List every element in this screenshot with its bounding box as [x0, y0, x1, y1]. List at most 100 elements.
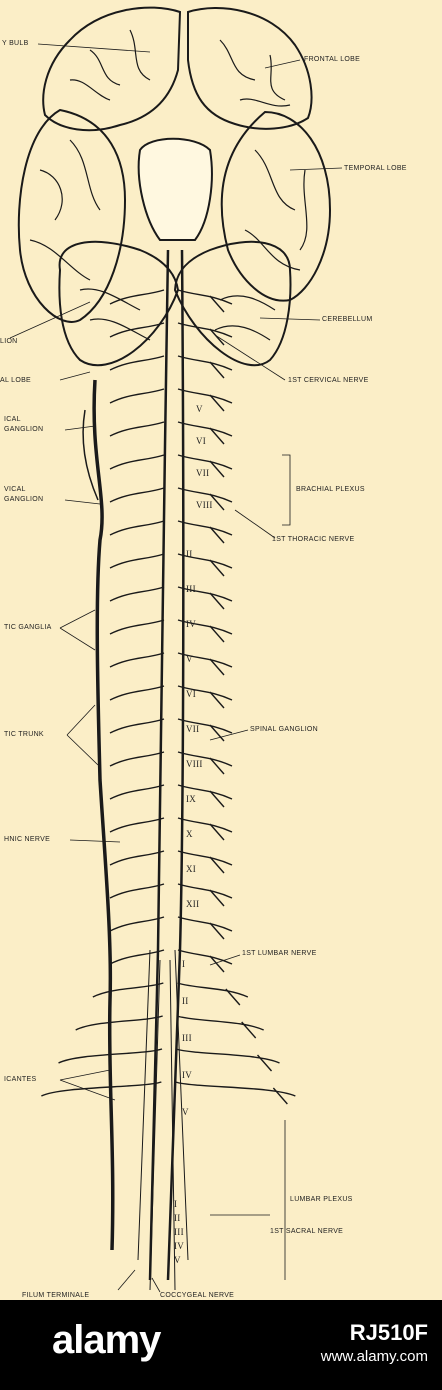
spinal-nerve-right	[176, 1015, 264, 1031]
spinal-nerve-right	[177, 784, 233, 800]
spinal-nerve-branch	[209, 955, 225, 973]
spinal-nerve-branch	[209, 559, 225, 577]
ganglion-label: LION	[0, 338, 18, 345]
spinal-nerve-right	[177, 652, 233, 668]
spinal-ganglion-label: SPINAL GANGLION	[250, 726, 319, 733]
spinal-nerve-left	[109, 553, 165, 569]
spinal-nerve-right	[177, 850, 233, 866]
site-url: www.alamy.com	[320, 1348, 428, 1365]
spinal-nerve-left	[109, 388, 165, 404]
spinal-nerve-branch	[209, 394, 225, 412]
nerve-numeral: III	[186, 584, 196, 594]
watermark-footer	[0, 1300, 442, 1390]
spinal-nerve-left	[109, 751, 165, 767]
spinal-nerve-branch	[209, 658, 225, 676]
spinal-nerve-branch	[209, 460, 225, 478]
nerve-numeral: XII	[186, 899, 200, 909]
spinal-nerve-branch	[209, 889, 225, 907]
nerve-numeral: V	[174, 1255, 181, 1265]
nerve-numeral: X	[186, 829, 193, 839]
sympathetic-trunk-label: TIC TRUNK	[4, 731, 44, 738]
nerve-numeral: IX	[186, 794, 197, 804]
spinal-nerve-left	[109, 685, 165, 701]
nerve-numeral: V	[196, 404, 203, 414]
spinal-nerve-right	[175, 1048, 280, 1064]
cerebellum-drawing	[58, 240, 180, 367]
sup-cervical-ganglion-label-1: ICAL	[4, 416, 21, 423]
spinal-nerve-right	[177, 949, 233, 965]
spinal-nerve-branch	[209, 328, 225, 346]
sup-cervical-ganglion-label-2: GANGLION	[4, 426, 44, 433]
spinal-nerve-branch	[209, 361, 225, 379]
spinal-nerve-left	[41, 1081, 162, 1097]
spinal-nerve-left	[92, 982, 164, 998]
spinal-cord	[148, 249, 185, 1281]
spinal-nerve-branch	[209, 691, 225, 709]
cerebellum-label: CEREBELLUM	[322, 316, 373, 323]
olfactory-bulb-label: Y BULB	[2, 40, 29, 47]
spinal-nerve-right	[177, 553, 233, 569]
spinal-nerve-left	[109, 949, 165, 965]
spinal-nerve-branch	[241, 1021, 257, 1039]
nerve-numeral: III	[182, 1033, 192, 1043]
nerve-numeral: V	[182, 1107, 189, 1117]
filum-terminale-label: FILUM TERMINALE	[22, 1292, 90, 1299]
spinal-nerve-right	[177, 586, 233, 602]
spinal-nerve-branch	[209, 295, 225, 313]
temporal-lobe-label: TEMPORAL LOBE	[344, 165, 407, 172]
spinal-nerve-right	[177, 388, 233, 404]
spinal-nerve-right	[177, 751, 233, 767]
nerve-numeral: VIII	[196, 500, 213, 510]
right-temporal-lobe	[220, 110, 332, 302]
spinal-nerve-left	[109, 784, 165, 800]
splanchnic-nerve-label: HNIC NERVE	[4, 836, 51, 843]
spinal-nerve-branch	[209, 823, 225, 841]
spinal-nerve-right	[177, 520, 233, 536]
spinal-nerve-branch	[209, 856, 225, 874]
spinal-nerve-branch	[256, 1054, 273, 1072]
nerve-numeral: VII	[196, 468, 210, 478]
nerve-numeral: XI	[186, 864, 197, 874]
spinal-nerve-left	[109, 355, 165, 371]
spinal-nerve-branch	[209, 493, 225, 511]
spinal-nerve-left	[109, 916, 165, 932]
spinal-nerve-left	[109, 586, 165, 602]
spinal-nerve-left	[109, 289, 165, 305]
spinal-nerve-left	[58, 1048, 163, 1064]
spinal-nerve-left	[109, 322, 165, 338]
right-frontal-lobe	[187, 7, 313, 130]
spinal-nerve-right	[177, 487, 233, 503]
spinal-nerve-left	[109, 652, 165, 668]
nervous-system-drawing	[9, 6, 343, 1293]
nerve-numeral: II	[186, 549, 193, 559]
nerve-numeral: VII	[186, 724, 200, 734]
spinal-nerve-right	[177, 718, 233, 734]
image-id: RJ510F	[349, 1320, 428, 1345]
spinal-nerve-branch	[209, 625, 225, 643]
anatomy-plate: Y BULB FRONTAL LOBE TEMPORAL LOBE CEREBE…	[0, 0, 442, 1300]
spinal-nerve-left	[109, 421, 165, 437]
spinal-nerve-right	[177, 817, 233, 833]
spinal-nerve-branch	[209, 757, 225, 775]
nerve-numeral: VIII	[186, 759, 203, 769]
brachial-plexus-label: BRACHIAL PLEXUS	[296, 486, 365, 493]
sympathetic-trunk	[92, 379, 115, 1251]
spinal-nerve-left	[109, 487, 165, 503]
spinal-nerve-right	[177, 454, 233, 470]
spinal-nerve-right	[177, 322, 233, 338]
spinal-nerve-left	[109, 619, 165, 635]
spinal-nerve-branch	[209, 427, 225, 445]
spinal-nerve-right	[177, 619, 233, 635]
nerve-numeral: VI	[196, 436, 207, 446]
spinal-nerve-left	[75, 1015, 163, 1031]
spinal-nerve-left	[109, 817, 165, 833]
nerve-numeral: IV	[174, 1241, 185, 1251]
sympathetic-ganglia-label: TIC GANGLIA	[4, 624, 52, 631]
spinal-nerve-left	[109, 718, 165, 734]
brainstem	[137, 137, 213, 241]
nerve-numeral: II	[174, 1213, 181, 1223]
spinal-nerve-left	[109, 850, 165, 866]
first-cervical-nerve-label: 1ST CERVICAL NERVE	[288, 377, 369, 384]
spinal-nerve-right	[177, 916, 233, 932]
left-temporal-lobe	[17, 108, 127, 323]
